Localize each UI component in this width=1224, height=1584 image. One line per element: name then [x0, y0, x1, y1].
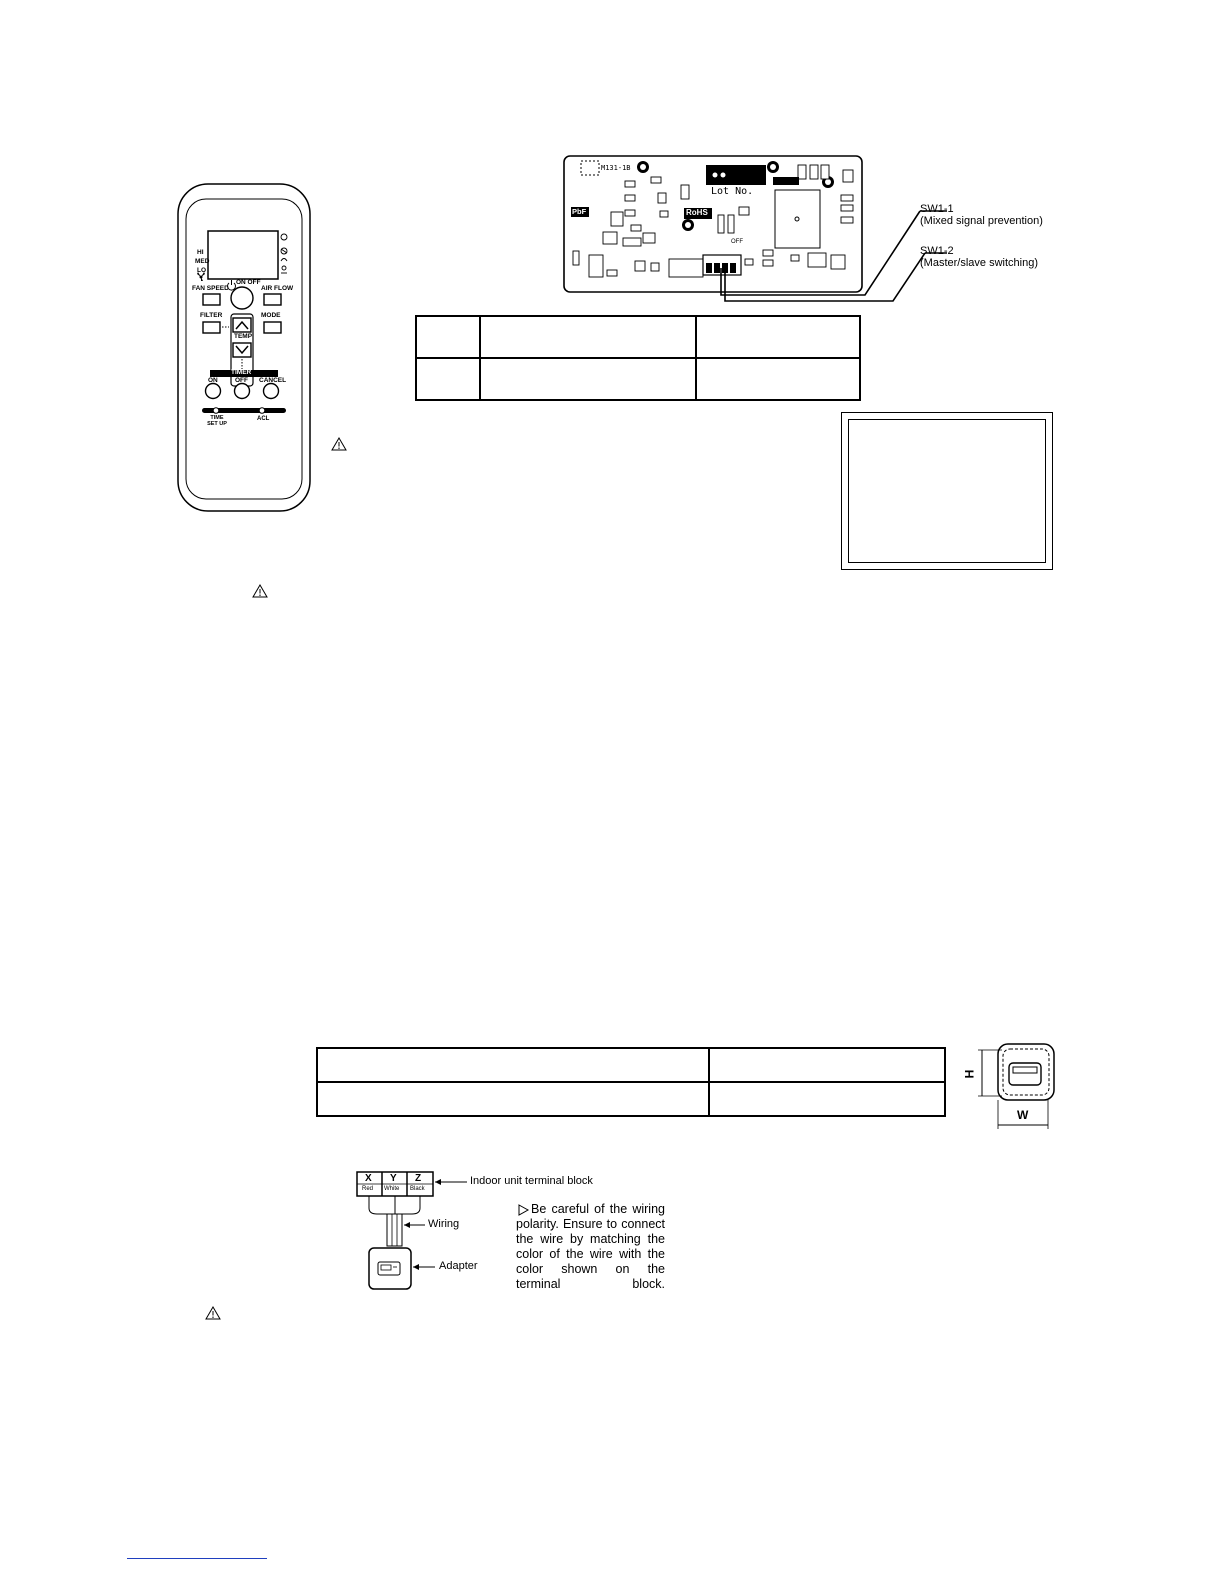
- time-set-up-button[interactable]: TIME SET UP: [207, 415, 227, 427]
- remote-outline: [177, 183, 311, 512]
- pcb-off-label: OFF: [731, 239, 743, 245]
- fan-speed-button[interactable]: FAN SPEED: [192, 285, 229, 292]
- table-row: [316, 1081, 946, 1117]
- air-flow-shape: [263, 293, 282, 306]
- remote-control: HI MED LO FAN SPEED ON OFF AIR FLOW FILT…: [177, 183, 311, 513]
- timer-off-button[interactable]: OFF: [235, 377, 248, 384]
- pcb-rohs-mark: RoHS: [686, 208, 708, 217]
- acl-button[interactable]: ACL: [257, 416, 270, 422]
- caution-icon: [252, 584, 268, 598]
- terminal-y-letter: Y: [390, 1173, 397, 1184]
- lcd-label-med: MED: [195, 258, 210, 265]
- adapter-dimension-drawing: [978, 1043, 1055, 1129]
- terminal-z-letter: Z: [415, 1173, 422, 1184]
- dimension-h-label: H: [962, 1069, 977, 1079]
- pcb-pbf-mark: PbF: [572, 207, 587, 216]
- power-icon: [227, 280, 236, 291]
- callout-sw1-2: SW1-2 (Master/slave switching): [920, 245, 1038, 269]
- lcd-screen: [207, 230, 279, 280]
- terminal-block-label: Indoor unit terminal block: [470, 1175, 593, 1187]
- temp-down-icon: [232, 342, 252, 358]
- table-row: [415, 315, 861, 359]
- air-flow-button[interactable]: AIR FLOW: [261, 285, 294, 292]
- lcd-label-lo: LO: [197, 267, 207, 274]
- temp-label: TEMP: [234, 333, 253, 340]
- fan-speed-shape: [202, 293, 221, 306]
- pcb-drawing: [563, 155, 863, 293]
- terminal-y-color: White: [384, 1186, 400, 1192]
- mode-icons: [280, 233, 288, 274]
- callout-sw1-1: SW1-1 (Mixed signal prevention): [920, 203, 1043, 227]
- polarity-note: Be careful of the wiring polarity. Ensur…: [516, 1202, 665, 1292]
- pcb-lot-number: Lot No.: [711, 186, 754, 197]
- framed-note-box: [841, 412, 1053, 570]
- caution-icon: [205, 1306, 221, 1320]
- callout-sw1-2-id: SW1-2: [920, 245, 954, 257]
- callout-sw1-1-desc: (Mixed signal prevention): [920, 215, 1043, 227]
- footer-rule: [127, 1558, 267, 1559]
- dimension-w-label: W: [1017, 1108, 1029, 1122]
- timer-label: TIMER: [231, 369, 252, 376]
- wiring-diagram: X Y Z Red White Black Indoor unit termin…: [355, 1170, 675, 1295]
- adapter-dimension-figure: H W: [962, 1040, 1058, 1130]
- fan-speed-icon: [197, 272, 205, 281]
- table-row: [316, 1047, 946, 1083]
- callout-sw1-2-desc: (Master/slave switching): [920, 257, 1038, 269]
- cancel-button[interactable]: CANCEL: [259, 377, 287, 384]
- terminal-x-color: Red: [362, 1186, 374, 1192]
- polarity-note-text: Be careful of the wiring polarity. Ensur…: [516, 1202, 665, 1291]
- on-off-button[interactable]: ON OFF: [236, 279, 261, 286]
- adapter-label: Adapter: [439, 1260, 478, 1272]
- timer-bar: [210, 370, 278, 377]
- wiring-label: Wiring: [428, 1218, 460, 1230]
- mode-button[interactable]: MODE: [261, 312, 281, 319]
- pcb-part-number: M131-1B: [601, 164, 631, 172]
- temp-up-icon: [232, 317, 252, 333]
- terminal-x-letter: X: [365, 1173, 372, 1184]
- table-row: [415, 357, 861, 401]
- switch-setting-table: [415, 315, 861, 401]
- caution-icon: [331, 437, 347, 451]
- triangle-pointer-icon: [518, 1204, 530, 1216]
- terminal-z-color: Black: [410, 1186, 425, 1192]
- wiring-drawing: [356, 1171, 467, 1290]
- dimension-table: [316, 1047, 946, 1117]
- pcb-board: M131-1B Lot No. RoHS PbF OFF: [563, 155, 863, 295]
- callout-leaders: [720, 210, 947, 302]
- lcd-label-hi: HI: [197, 249, 204, 256]
- callout-sw1-1-id: SW1-1: [920, 203, 954, 215]
- on-off-shape: [230, 286, 254, 310]
- timer-on-button[interactable]: ON: [208, 377, 218, 384]
- filter-button[interactable]: FILTER: [200, 312, 223, 319]
